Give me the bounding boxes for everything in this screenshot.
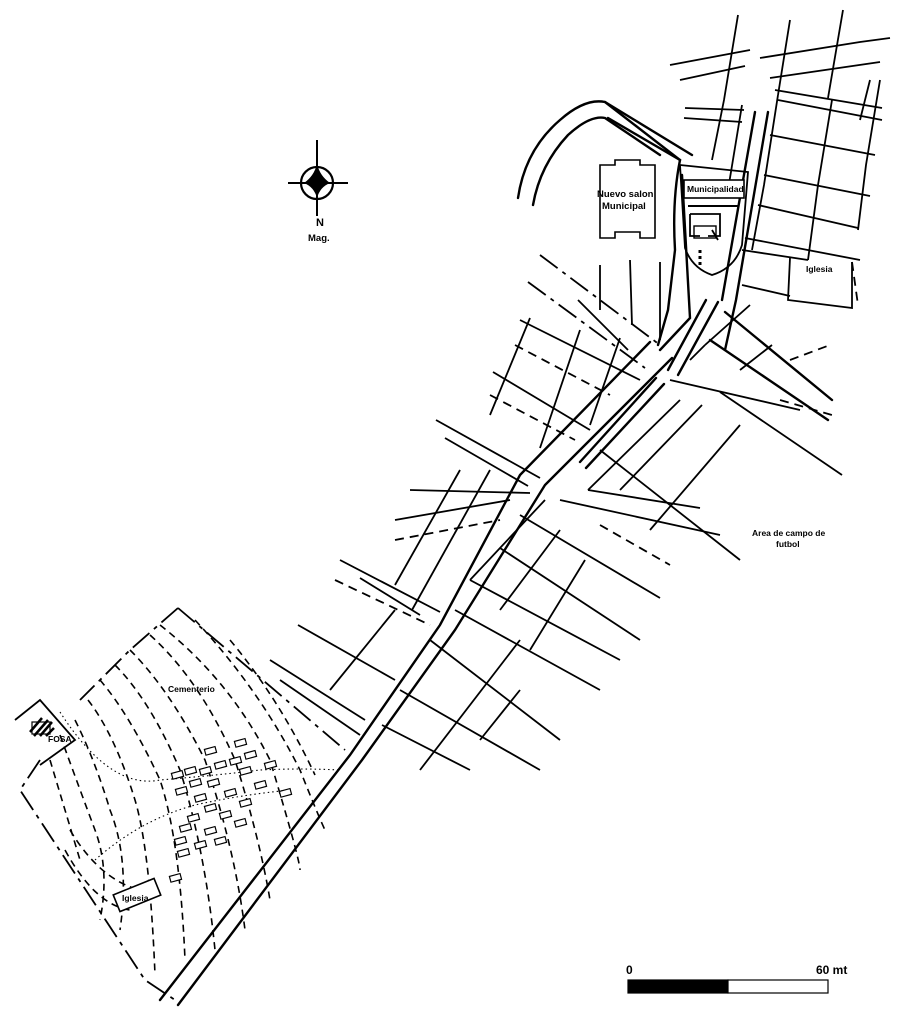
cementerio-label: Cementerio [168, 684, 215, 694]
curved-access-road [516, 100, 694, 347]
campo-futbol-label-1: Area de campo de [752, 528, 825, 538]
magnetic-north-label: Mag. [308, 233, 330, 244]
cemetery-graves [168, 737, 293, 883]
nuevo-salon-label-1: Nuevo salon [597, 189, 654, 200]
cemetery-church [112, 877, 162, 913]
iglesia-cemetery-label: Iglesia [122, 893, 149, 903]
iglesia-town-label: Iglesia [806, 264, 833, 274]
fosa-marker [29, 717, 55, 737]
nuevo-salon-building [599, 159, 656, 239]
upper-street-grid [669, 9, 891, 310]
campo-futbol-label-2: futbol [776, 539, 800, 549]
scale-bar [627, 979, 829, 994]
main-avenue [158, 110, 834, 1007]
north-arrow-icon [288, 140, 348, 216]
east-blocks [381, 304, 843, 771]
fosa-label: FOSA [48, 734, 72, 744]
plaza-municipal [679, 163, 749, 276]
north-label: N [316, 217, 324, 229]
scale-start-label: 0 [626, 963, 633, 977]
scale-end-label: 60 mt [816, 963, 847, 977]
cemetery-area [14, 607, 346, 1001]
west-blocks [269, 254, 661, 736]
municipalidad-label: Municipalidad [687, 184, 744, 194]
nuevo-salon-label-2: Municipal [602, 201, 646, 212]
